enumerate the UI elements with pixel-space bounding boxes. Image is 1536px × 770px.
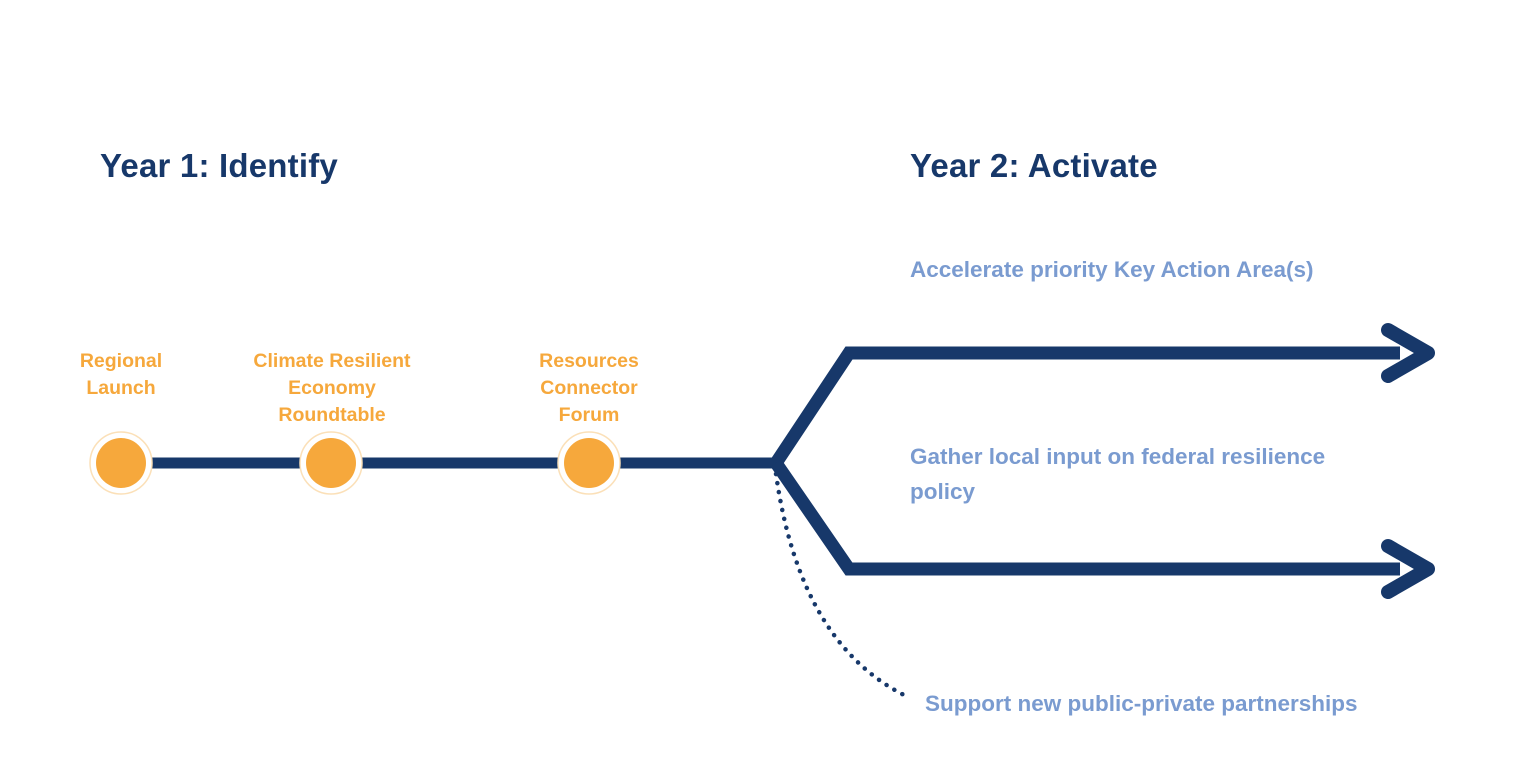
year2-heading: Year 2: Activate <box>910 147 1158 184</box>
milestone-dot-icon <box>306 438 356 488</box>
branch-line-upper <box>770 346 1400 467</box>
branch-label-partnerships: Support new public-private partnerships <box>925 691 1358 716</box>
branch-line-lower <box>770 459 1400 576</box>
milestone-dot-icon <box>96 438 146 488</box>
milestone-marker-connector-forum <box>557 431 621 495</box>
milestone-marker-regional-launch <box>89 431 153 495</box>
arrowhead-icon-upper <box>1381 323 1435 383</box>
branch-label-accelerate: Accelerate priority Key Action Area(s) <box>910 257 1314 282</box>
milestone-label-connector-forum: Resources Connector Forum <box>539 350 639 426</box>
year1-heading: Year 1: Identify <box>100 147 338 184</box>
milestone-label-roundtable: Climate Resilient Economy Roundtable <box>253 350 411 426</box>
arrowhead-icon-lower <box>1381 539 1435 599</box>
milestone-dot-icon <box>564 438 614 488</box>
milestone-marker-roundtable <box>299 431 363 495</box>
milestone-label-regional-launch: Regional Launch <box>79 350 163 399</box>
branch-line-dotted <box>773 471 911 700</box>
branch-label-gather-input: Gather local input on federal resilience… <box>910 444 1326 504</box>
